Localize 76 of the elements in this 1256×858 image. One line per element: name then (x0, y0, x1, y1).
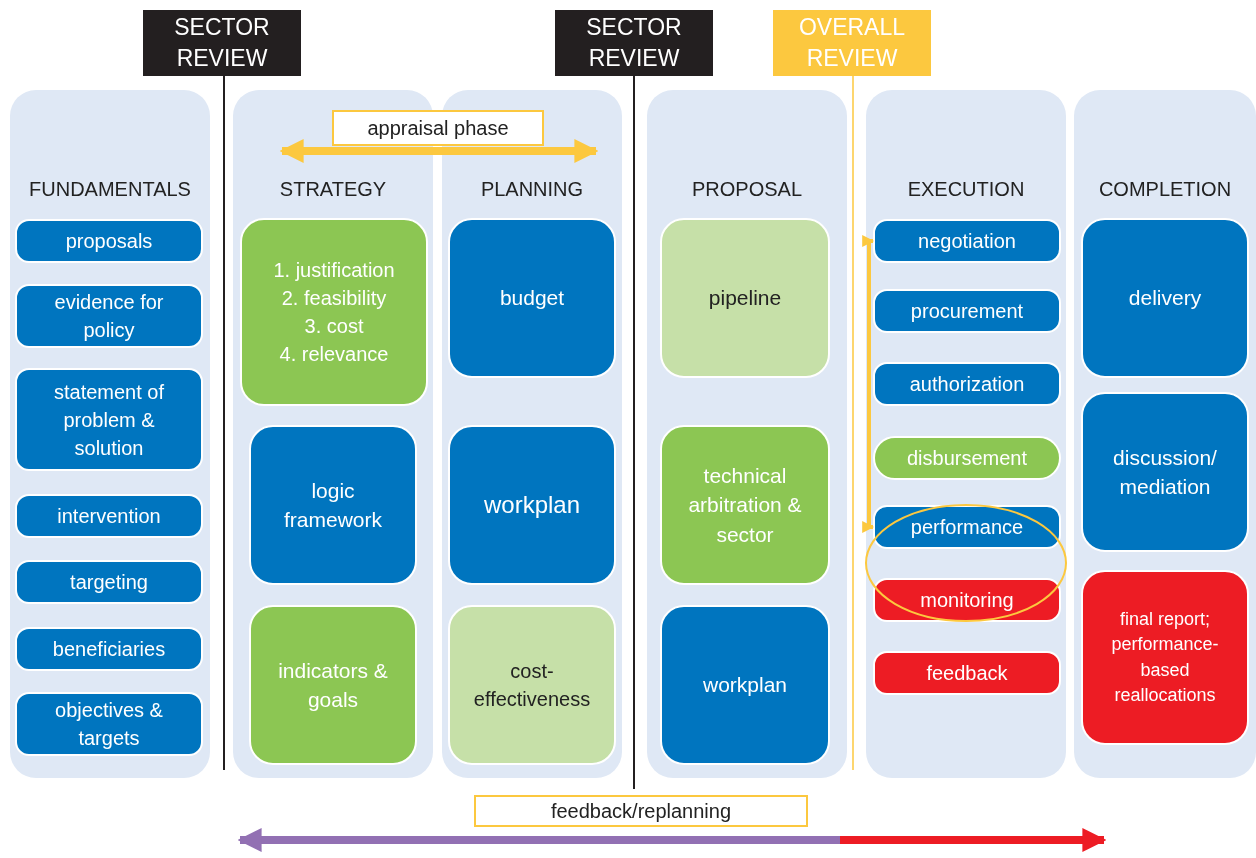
review-label: SECTOR REVIEW (173, 13, 271, 73)
review-banner (555, 10, 713, 76)
step-card (1081, 570, 1249, 745)
step-card (448, 605, 616, 765)
step-label: budget (498, 285, 566, 312)
review-label: SECTOR REVIEW (585, 13, 683, 73)
step-label: logic framework (283, 477, 383, 533)
step-card (1081, 392, 1249, 552)
step-label: negotiation (917, 229, 1017, 254)
step-label: performance (909, 515, 1025, 540)
column-heading: STRATEGY (278, 178, 388, 201)
column-panel (866, 90, 1066, 778)
step-label: procurement (909, 299, 1025, 324)
step-label: discussion/ mediation (1112, 444, 1218, 500)
list-item: 3. cost (303, 314, 365, 339)
step-card (873, 219, 1061, 263)
step-card (15, 627, 203, 671)
step-card (448, 425, 616, 585)
phase-label: appraisal phase (366, 116, 510, 141)
column-panel (1074, 90, 1256, 778)
step-card (873, 505, 1061, 549)
list-item: 4. relevance (278, 342, 390, 367)
review-label: OVERALL REVIEW (797, 13, 907, 73)
phase-label-frame (332, 110, 544, 146)
step-card (660, 218, 830, 378)
list-item: 2. feasibility (280, 286, 388, 311)
column-heading: PROPOSAL (690, 178, 803, 201)
review-banner (773, 10, 931, 76)
step-label: cost-effectiveness (472, 659, 592, 712)
step-label: technical arbitration & sector (687, 462, 803, 548)
step-card (15, 368, 203, 471)
step-label: feedback (925, 661, 1009, 686)
step-card (15, 494, 203, 538)
step-card (873, 362, 1061, 406)
step-card (15, 692, 203, 756)
step-card (660, 605, 830, 765)
step-card (873, 578, 1061, 622)
arrow (862, 235, 875, 533)
step-card (240, 218, 428, 406)
step-label: authorization (908, 372, 1026, 397)
step-label: beneficiaries (51, 637, 167, 662)
step-label: workplan (701, 672, 788, 699)
step-card (1081, 218, 1249, 378)
step-label: final report; performance-based reallocations (1110, 608, 1220, 707)
step-card (660, 425, 830, 585)
column-heading: EXECUTION (906, 178, 1026, 201)
step-label: pipeline (707, 285, 783, 312)
step-label: proposals (64, 229, 154, 254)
step-label: indicators & goals (277, 657, 389, 713)
column-heading: FUNDAMENTALS (28, 178, 192, 201)
column-panel (647, 90, 847, 778)
step-card (873, 651, 1061, 695)
step-label: monitoring (919, 588, 1015, 613)
list-item: 1. justification (272, 258, 396, 283)
phase-label: feedback/replanning (549, 799, 733, 824)
column-panel (10, 90, 210, 778)
step-label: objectives & targets (54, 698, 164, 751)
step-label: statement of problem & solution (52, 379, 166, 461)
column-heading: PLANNING (479, 178, 585, 201)
phase-label-frame (474, 795, 808, 827)
step-card (15, 560, 203, 604)
step-card (249, 605, 417, 765)
step-label: disbursement (905, 446, 1029, 471)
step-card (448, 218, 616, 378)
review-banner (143, 10, 301, 76)
step-card (15, 219, 203, 263)
column-heading: COMPLETION (1097, 178, 1233, 201)
step-card (873, 436, 1061, 480)
step-card (873, 289, 1061, 333)
step-label: delivery (1127, 285, 1203, 312)
step-label: workplan (482, 490, 581, 521)
step-label: intervention (56, 504, 162, 529)
step-label: evidence for policy (53, 290, 165, 343)
step-card (15, 284, 203, 348)
step-card (249, 425, 417, 585)
step-label: targeting (69, 570, 149, 595)
